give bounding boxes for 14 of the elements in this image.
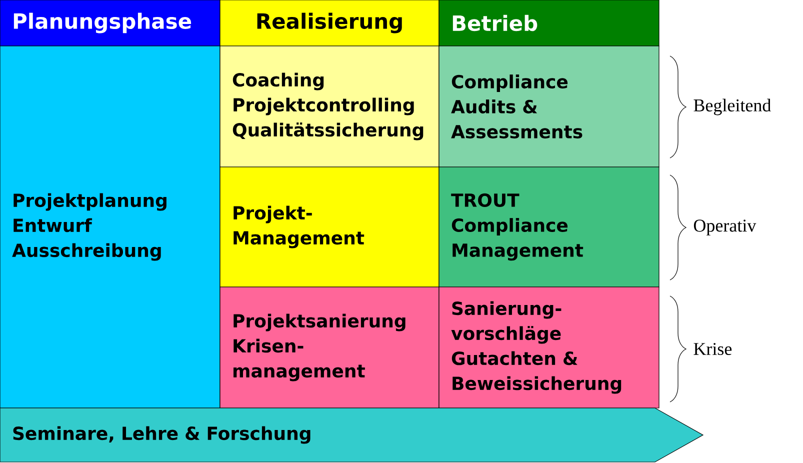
arrow-band: Seminare, Lehre & Forschung bbox=[0, 408, 704, 462]
service-cell: Sanierung- vorschläge Gutachten & Beweissicherung bbox=[438, 286, 660, 408]
row-label: Krise bbox=[694, 342, 732, 356]
phase-header: Betrieb bbox=[438, 0, 660, 46]
row-label: Operativ bbox=[694, 220, 756, 236]
service-cell: Coaching Projektcontrolling Qualitätssicherung bbox=[220, 46, 440, 168]
phase-header: Realisierung bbox=[220, 0, 440, 46]
phase-header: Planungsphase bbox=[0, 0, 220, 46]
service-cell: Projektsanierung Krisen- management bbox=[220, 286, 440, 408]
service-cell: Projektplanung Entwurf Ausschreibung bbox=[0, 46, 220, 408]
service-cell: Projekt- Management bbox=[220, 166, 440, 288]
service-cell: TROUT Compliance Management bbox=[438, 166, 660, 288]
row-label: Begleitend bbox=[694, 98, 771, 116]
service-cell: Compliance Audits & Assessments bbox=[438, 46, 660, 168]
